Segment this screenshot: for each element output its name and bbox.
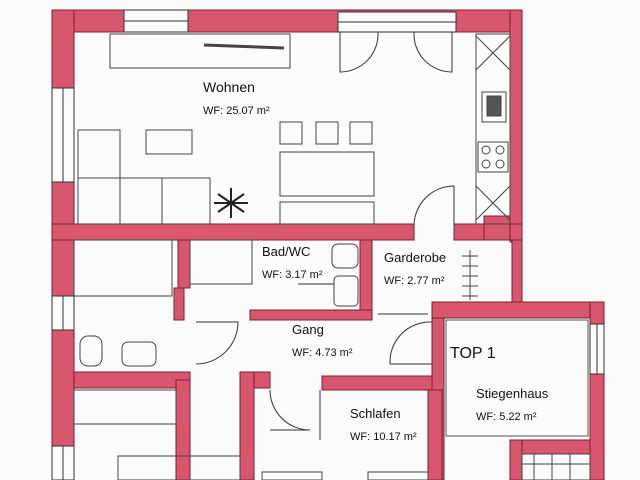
room-area-stiegenhaus: WF: 5.22 m²: [476, 411, 537, 423]
wall-segment: [239, 371, 255, 480]
room-name-bad: Bad/WC: [262, 244, 310, 259]
room-name-stiegenhaus: Stiegenhaus: [476, 386, 549, 401]
furniture: [73, 33, 591, 480]
wall-segment: [509, 9, 523, 243]
room-area-bad: WF: 3.17 m²: [262, 269, 323, 281]
room-labels: Wohnen WF: 25.07 m² Bad/WC WF: 3.17 m² G…: [203, 79, 549, 443]
wall-segment: [431, 301, 605, 319]
wall-segment: [73, 371, 191, 389]
wall-segment: [249, 309, 373, 321]
wall-segment: [177, 239, 191, 289]
wall-segment: [427, 389, 443, 480]
room-area-gang: WF: 4.73 m²: [292, 347, 353, 359]
doors: [195, 31, 455, 440]
room-area-wohnen: WF: 25.07 m²: [203, 105, 270, 117]
room-name-wohnen: Wohnen: [203, 79, 255, 95]
room-area-garderobe: WF: 2.77 m²: [384, 275, 445, 287]
wall-segment: [511, 239, 523, 307]
wall-segment: [51, 9, 75, 480]
wall-segment: [51, 223, 415, 241]
room-name-schlafen: Schlafen: [350, 406, 401, 421]
wall-segment: [509, 439, 523, 480]
wall-segment: [321, 375, 433, 391]
wall-segment: [175, 379, 191, 480]
unit-label: TOP 1: [450, 345, 496, 362]
room-name-garderobe: Garderobe: [384, 250, 446, 265]
wall-segment: [359, 239, 373, 321]
room-name-gang: Gang: [292, 322, 324, 337]
windows: [51, 9, 605, 480]
room-area-schlafen: WF: 10.17 m²: [350, 431, 417, 443]
wall-segment: [173, 287, 185, 321]
wall-segment: [483, 215, 511, 241]
